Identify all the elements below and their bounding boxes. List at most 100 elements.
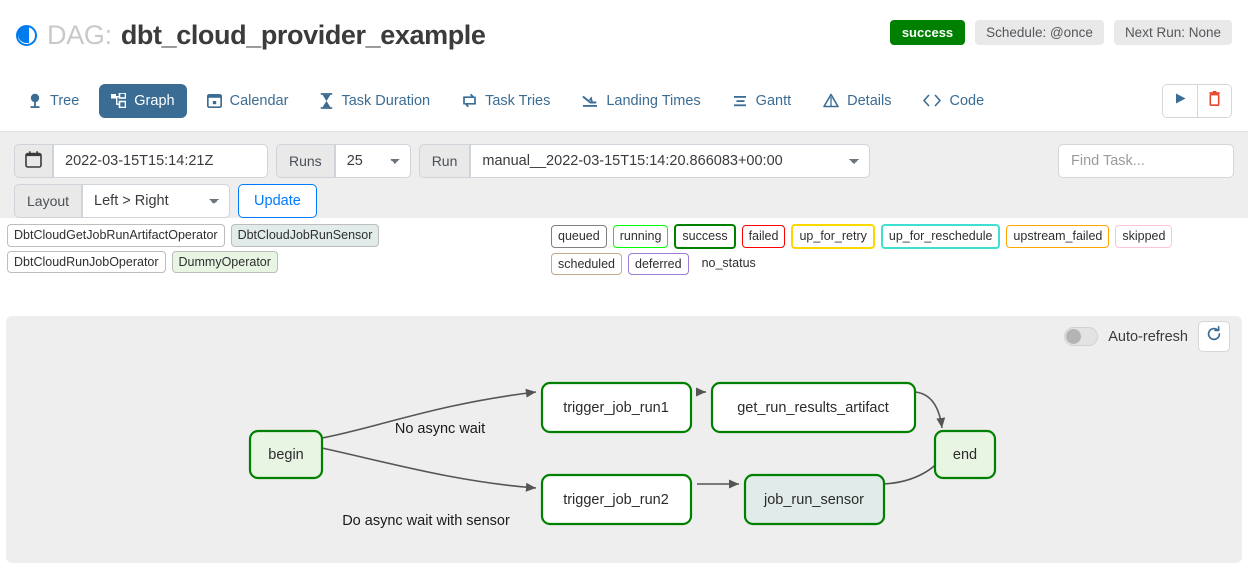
auto-refresh-toggle[interactable] (1064, 327, 1099, 346)
graph-edge-labels: No async wait Do async wait with sensor (342, 421, 510, 529)
graph-canvas[interactable]: Auto-refresh No async (6, 316, 1242, 563)
page-header: DAG: dbt_cloud_provider_example success … (0, 0, 1248, 70)
tab-label: Task Tries (485, 92, 551, 109)
edge-begin-trigger_job_run2 (321, 447, 537, 492)
graph-node-get_run_results_artifact[interactable]: get_run_results_artifact (710, 381, 917, 434)
node-label: begin (268, 447, 303, 463)
tab-label: Calendar (229, 92, 289, 109)
canvas-toolbar: Auto-refresh (1064, 321, 1230, 352)
retry-icon (462, 93, 477, 108)
dag-prefix-label: DAG: (47, 19, 112, 50)
run-select[interactable]: manual__2022-03-15T15:14:20.866083+00:00 (470, 144, 871, 178)
tab-graph[interactable]: Graph (99, 83, 187, 118)
node-label: trigger_job_run2 (563, 492, 669, 508)
header-badges: success Schedule: @once Next Run: None (889, 20, 1232, 45)
graph-node-job_run_sensor[interactable]: job_run_sensor (743, 473, 886, 526)
run-label: Run (418, 144, 471, 178)
next-run-badge: Next Run: None (1113, 20, 1232, 45)
layout-select[interactable]: Left > Right (82, 184, 231, 218)
edge-get_run_results_artifact-end (914, 391, 946, 429)
graph-icon (111, 93, 127, 108)
legend-state-chip[interactable]: success (674, 224, 736, 249)
delete-dag-button[interactable] (1197, 84, 1231, 117)
update-button[interactable]: Update (238, 184, 317, 218)
tab-label: Gantt (755, 92, 792, 109)
graph-edges (321, 387, 946, 492)
tab-tree[interactable]: Tree (16, 84, 91, 118)
legend-state-chip[interactable]: skipped (1115, 225, 1173, 248)
tab-code[interactable]: Code (911, 84, 996, 118)
tab-label: Landing Times (606, 92, 701, 109)
graph-node-begin[interactable]: begin (248, 429, 324, 480)
legend-operator-chip[interactable]: DbtCloudGetJobRunArtifactOperator (7, 224, 225, 247)
dag-action-buttons (1162, 83, 1232, 118)
tab-task-tries[interactable]: Task Tries (450, 84, 562, 118)
legend-state-chip[interactable]: upstream_failed (1006, 225, 1110, 248)
hourglass-icon (320, 92, 333, 109)
refresh-button[interactable] (1198, 321, 1230, 352)
dag-graph[interactable]: No async wait Do async wait with sensor … (6, 316, 1242, 563)
calendar-icon (25, 151, 42, 171)
filter-panel: Runs 25 Run manual__2022-03-15T15:14:20.… (0, 132, 1248, 218)
legend-state-chip[interactable]: up_for_reschedule (880, 224, 1001, 249)
runs-label: Runs (276, 144, 335, 178)
play-icon (1174, 92, 1187, 110)
legend-no-status-label: no_status (701, 256, 756, 271)
node-label: job_run_sensor (763, 492, 864, 508)
tab-gantt[interactable]: Gantt (721, 84, 803, 118)
auto-refresh-label: Auto-refresh (1108, 328, 1188, 345)
refresh-icon (1206, 326, 1222, 347)
tree-icon (28, 93, 42, 109)
runs-select[interactable]: 25 (334, 144, 411, 178)
trigger-dag-button[interactable] (1163, 84, 1197, 117)
tab-label: Code (949, 92, 985, 109)
trash-icon (1208, 90, 1221, 111)
legend-operator-chip[interactable]: DummyOperator (171, 250, 278, 273)
legend-state-chip[interactable]: deferred (628, 252, 689, 275)
tab-details[interactable]: Details (811, 84, 903, 118)
tab-label: Tree (50, 92, 80, 109)
tab-task-duration[interactable]: Task Duration (308, 84, 442, 118)
date-picker-button[interactable] (14, 144, 53, 178)
edge-job_run_sensor-end (883, 455, 943, 485)
runs-group: Runs 25 (276, 144, 411, 178)
status-badge: success (889, 20, 966, 45)
edge-begin-trigger_job_run1 (321, 388, 537, 439)
graph-node-end[interactable]: end (933, 429, 997, 480)
tab-label: Details (847, 92, 892, 109)
tab-label: Task Duration (341, 92, 431, 109)
tab-landing-times[interactable]: Landing Times (570, 84, 712, 118)
legend-operator-chip[interactable]: DbtCloudRunJobOperator (7, 250, 166, 273)
dag-pause-toggle[interactable] (16, 24, 37, 46)
page-title: dbt_cloud_provider_example (120, 19, 486, 50)
view-tabbar: Tree Graph Calendar Task Duration Task T… (0, 70, 1248, 132)
triangle-icon (823, 93, 839, 108)
legend-state-chip[interactable]: failed (741, 225, 786, 248)
edge-label: Do async wait with sensor (342, 513, 510, 529)
schedule-badge[interactable]: Schedule: @once (975, 20, 1104, 45)
find-task-input[interactable] (1058, 144, 1234, 178)
legend-state-chip[interactable]: scheduled (551, 252, 622, 275)
graph-node-trigger_job_run2[interactable]: trigger_job_run2 (540, 473, 693, 526)
layout-group: Layout Left > Right (14, 184, 231, 218)
edge-label: No async wait (395, 421, 485, 437)
node-label: get_run_results_artifact (737, 400, 889, 416)
tab-calendar[interactable]: Calendar (195, 84, 301, 118)
legend-operator-chip[interactable]: DbtCloudJobRunSensor (230, 224, 380, 247)
legend-state-chip[interactable]: running (612, 225, 669, 248)
code-icon (923, 94, 942, 107)
execution-date-input[interactable] (53, 144, 268, 178)
run-group: Run manual__2022-03-15T15:14:20.866083+0… (418, 144, 871, 178)
execution-date-group (14, 144, 268, 178)
graph-node-trigger_job_run1[interactable]: trigger_job_run1 (540, 381, 693, 434)
gantt-icon (733, 94, 748, 108)
node-label: trigger_job_run1 (563, 400, 669, 416)
node-label: end (953, 447, 977, 463)
legend-state-chip[interactable]: queued (551, 225, 607, 248)
layout-label: Layout (14, 184, 83, 218)
landing-icon (582, 93, 598, 108)
legend-state-chip[interactable]: up_for_retry (791, 224, 875, 249)
